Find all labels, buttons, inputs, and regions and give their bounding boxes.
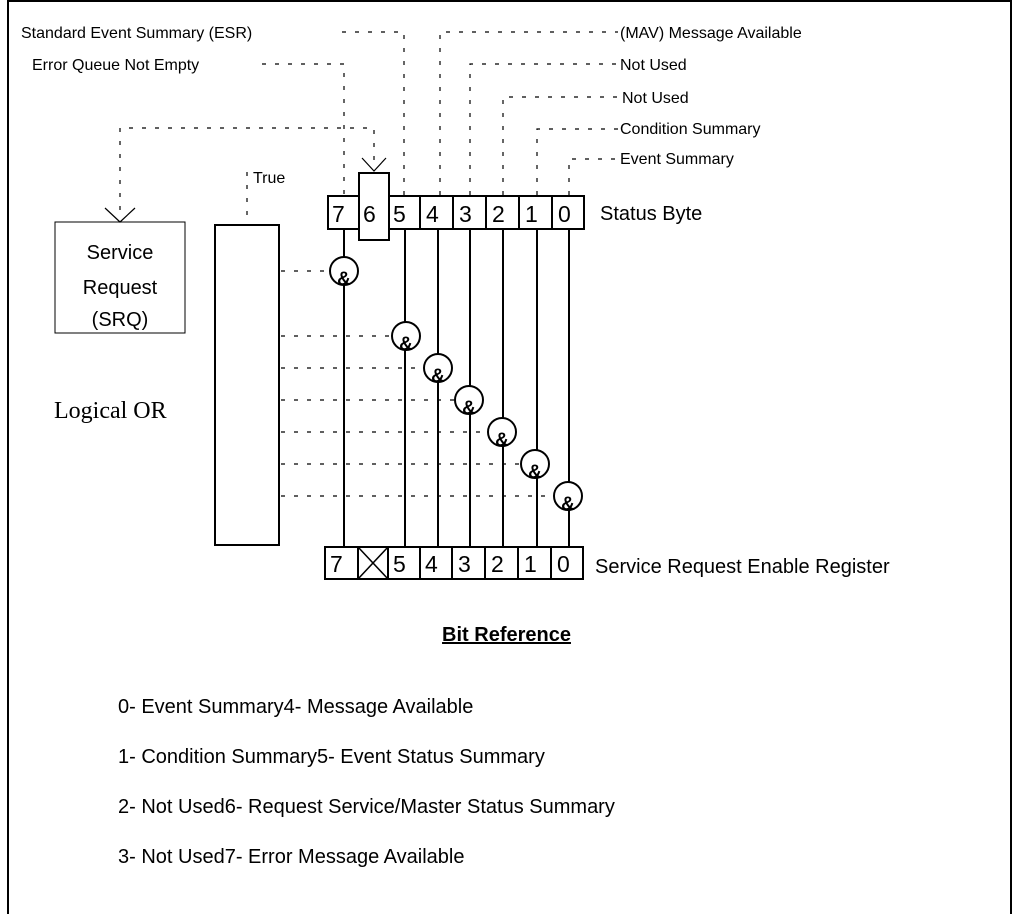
and-gate-bit-2: & xyxy=(487,417,517,451)
status-bit-6-box xyxy=(358,172,390,241)
service-request-line-1: Service xyxy=(87,242,154,264)
status-byte-register: 7 6 5 4 3 2 1 0 xyxy=(327,172,585,241)
srer-bit-7: 7 xyxy=(330,551,343,577)
srer-bit-1: 1 xyxy=(524,551,537,577)
service-request-line-2: Request xyxy=(83,277,158,299)
and-gate-bit-5: & xyxy=(391,321,421,355)
svg-text:&: & xyxy=(431,366,445,387)
error-queue-label: Error Queue Not Empty xyxy=(32,57,199,74)
status-bit-5: 5 xyxy=(393,201,406,227)
status-byte-label: Status Byte xyxy=(600,203,702,225)
bit6-arrowhead xyxy=(361,157,387,172)
svg-text:&: & xyxy=(528,462,542,483)
srer-bit-6-cross xyxy=(357,546,389,580)
status-bit-0: 0 xyxy=(558,201,571,227)
mav-label: (MAV) Message Available xyxy=(620,25,802,42)
status-bit-7: 7 xyxy=(332,201,345,227)
and-gate-bit-4: & xyxy=(423,353,453,387)
service-request-box xyxy=(54,221,186,334)
status-bit-2: 2 xyxy=(492,201,505,227)
svg-text:&: & xyxy=(337,269,351,290)
and-gate-bit-1: & xyxy=(520,449,550,483)
status-bit-3: 3 xyxy=(459,201,472,227)
svg-text:&: & xyxy=(561,494,575,515)
logical-or-label: Logical OR xyxy=(54,398,167,424)
not-used-label-b: Not Used xyxy=(622,90,689,107)
bit-reference-item: 2- Not Used6- Request Service/Master Sta… xyxy=(118,796,615,818)
esr-label: Standard Event Summary (ESR) xyxy=(21,25,252,42)
and-gate-bit-3: & xyxy=(454,385,484,419)
srer-bit-2: 2 xyxy=(491,551,504,577)
and-gate-bit-7: & xyxy=(329,256,359,290)
bit-lines xyxy=(343,229,570,547)
srq-arrowhead xyxy=(104,207,136,223)
logical-or-box xyxy=(214,224,280,546)
bit-reference-item: 1- Condition Summary5- Event Status Summ… xyxy=(118,746,545,768)
outer-border xyxy=(7,0,1012,914)
status-bit-6: 6 xyxy=(363,201,376,227)
and-gate-bit-0: & xyxy=(553,481,583,515)
service-request-line-3: (SRQ) xyxy=(92,309,149,331)
srer-bit-0: 0 xyxy=(557,551,570,577)
or-input-lines xyxy=(281,270,554,497)
bit-reference-item: 0- Event Summary4- Message Available xyxy=(118,696,474,718)
status-bit-1: 1 xyxy=(525,201,538,227)
srer-bit-3: 3 xyxy=(458,551,471,577)
label-leader-lines xyxy=(119,31,620,215)
condition-summary-label: Condition Summary xyxy=(620,121,761,138)
svg-text:&: & xyxy=(399,334,413,355)
srer-register: 7 5 4 3 2 1 0 xyxy=(324,546,584,580)
event-summary-label: Event Summary xyxy=(620,151,734,168)
status-bit-4: 4 xyxy=(426,201,439,227)
not-used-label-a: Not Used xyxy=(620,57,687,74)
bit-reference-list: 0- Event Summary4- Message Available 1- … xyxy=(118,682,615,882)
srer-label: Service Request Enable Register xyxy=(595,556,890,578)
bit-reference-title: Bit Reference xyxy=(442,624,571,646)
and-gates: & & & & & & & xyxy=(329,256,583,515)
srer-bit-5: 5 xyxy=(393,551,406,577)
svg-text:&: & xyxy=(462,398,476,419)
bit-reference-item: 3- Not Used7- Error Message Available xyxy=(118,846,465,868)
svg-text:&: & xyxy=(495,430,509,451)
srer-bit-4: 4 xyxy=(425,551,438,577)
true-label: True xyxy=(253,170,285,187)
